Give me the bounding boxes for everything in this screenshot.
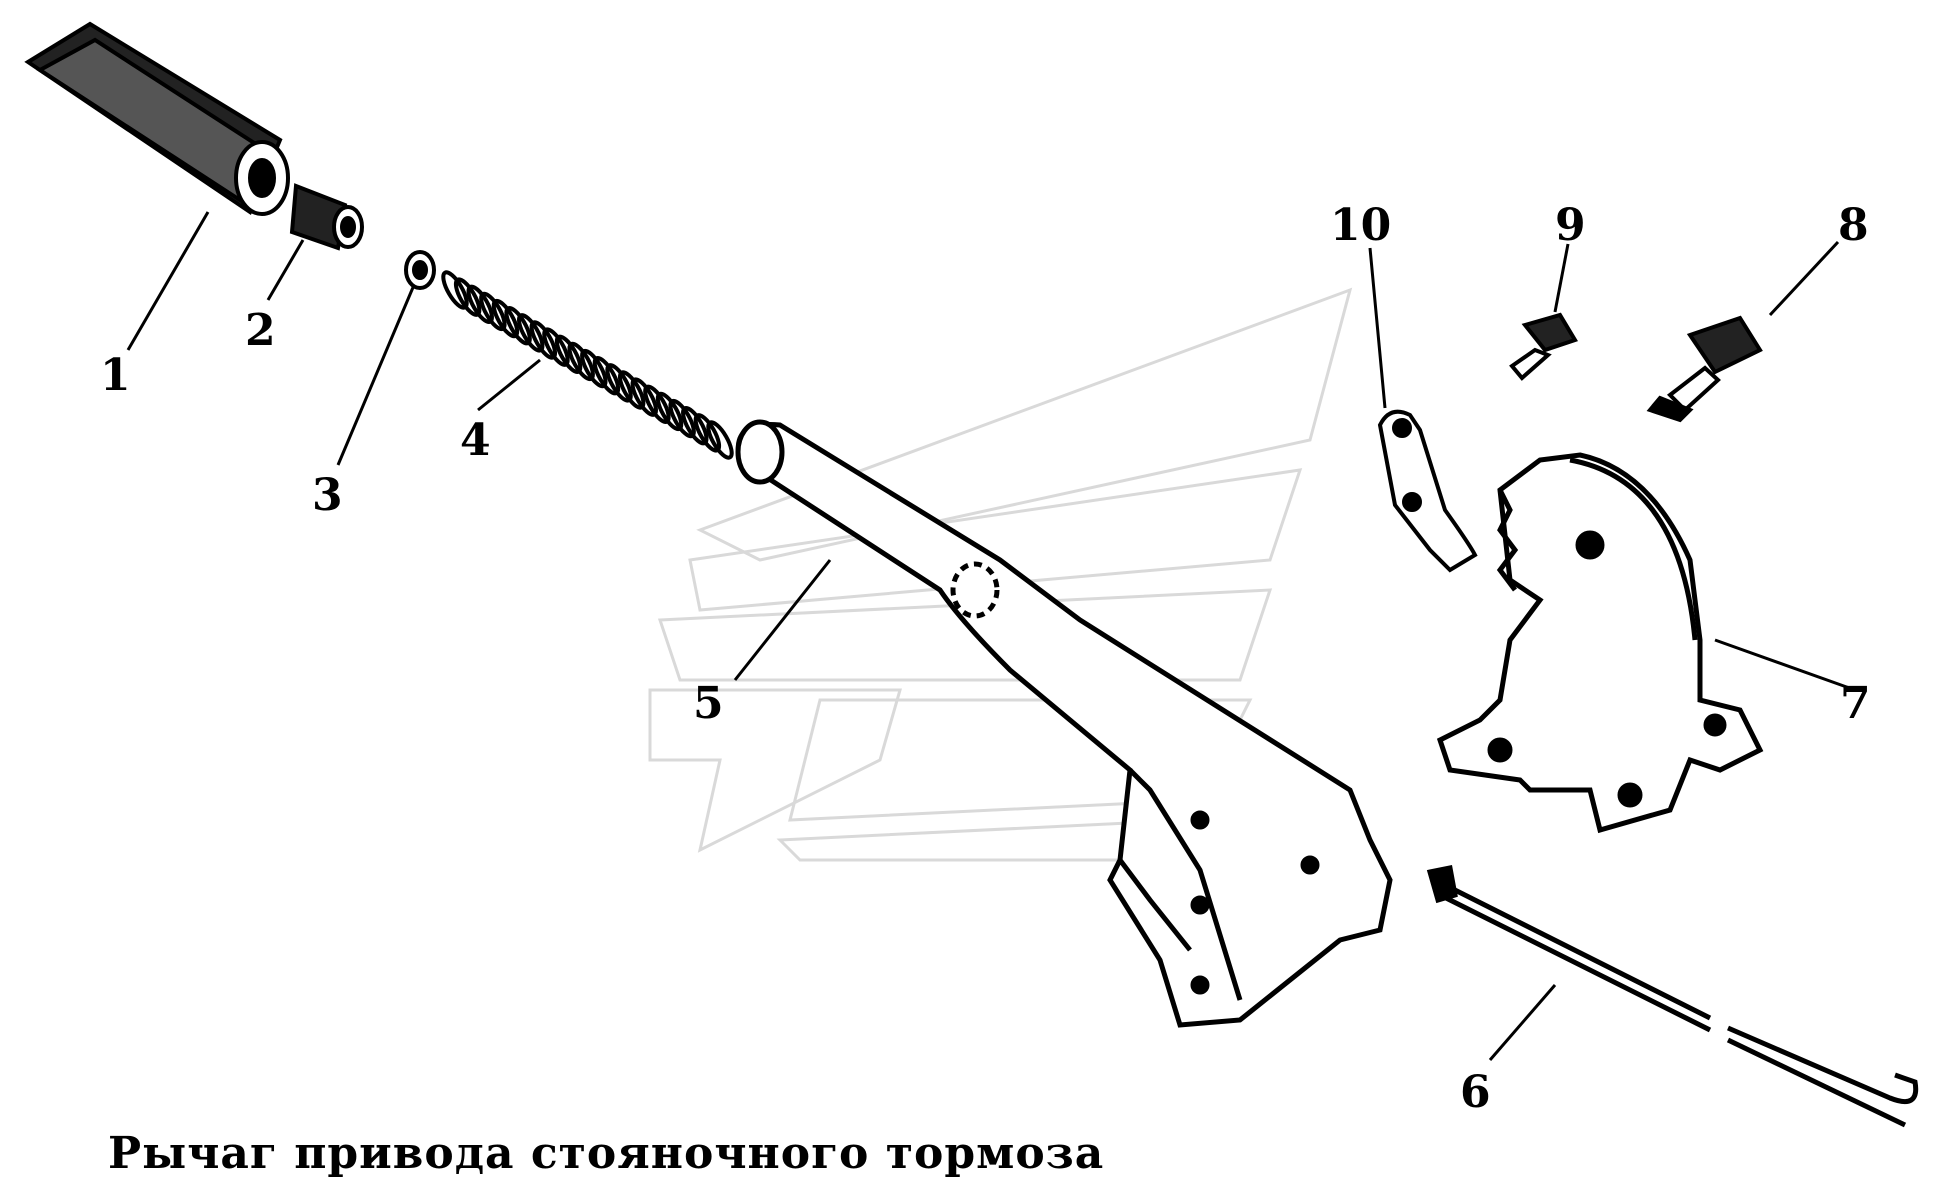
sector-bracket-part	[1436, 452, 1764, 834]
diagram-caption: Рычаг привода стояночного тормоза	[108, 1128, 1105, 1179]
callout-1: 1	[100, 350, 131, 401]
bolt-small-part	[1509, 312, 1578, 381]
leader-lines	[126, 211, 1856, 1061]
spring-coil	[706, 420, 734, 460]
callout-10: 10	[1330, 200, 1391, 251]
rod-part	[1426, 865, 1919, 1128]
callout-7: 7	[1840, 678, 1871, 729]
callout-3: 3	[312, 470, 343, 521]
callout-5: 5	[693, 678, 724, 729]
washer-part	[404, 250, 436, 290]
bushing-part	[289, 183, 364, 251]
callout-labels: 1 2 3 4 5 6 7 8 9 10	[100, 200, 1871, 1118]
spring-part	[441, 270, 734, 460]
callout-4: 4	[460, 415, 491, 466]
callout-8: 8	[1838, 200, 1869, 251]
callout-6: 6	[1460, 1067, 1491, 1118]
bolt-large-part	[1646, 315, 1763, 423]
lever-part	[735, 419, 1393, 1028]
pawl-part	[1377, 409, 1478, 573]
callout-9: 9	[1555, 200, 1586, 251]
callout-2: 2	[245, 305, 276, 356]
handle-grip-part	[24, 21, 290, 216]
